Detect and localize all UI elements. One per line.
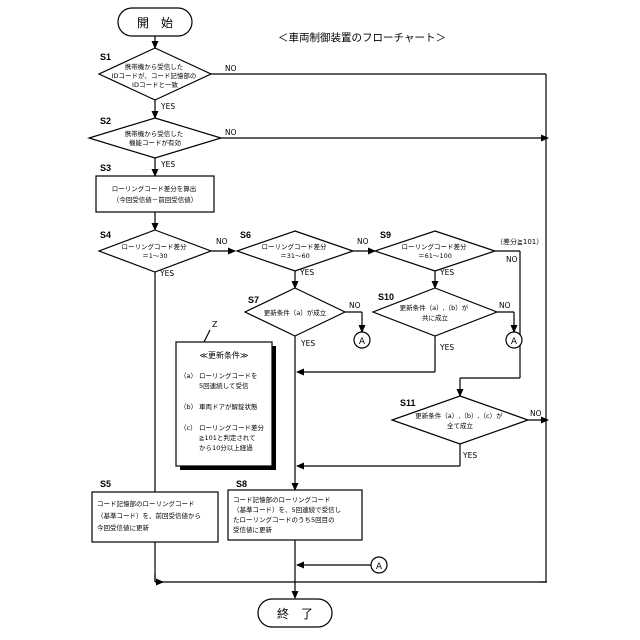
s11-no-label: NO bbox=[530, 409, 542, 418]
s4-line: ローリングコード差分 bbox=[121, 242, 187, 251]
s7-label: S7 bbox=[248, 295, 259, 305]
s2-yes-label: YES bbox=[160, 160, 175, 169]
s1-line: IDコードと一致 bbox=[132, 80, 178, 89]
connector-a-s7-label: A bbox=[359, 337, 366, 347]
condition-b-key: （b） bbox=[180, 403, 197, 411]
s9-line: ローリングコード差分 bbox=[401, 242, 467, 251]
s5-line: 今回受信値に更新 bbox=[97, 523, 150, 532]
s1-no-label: NO bbox=[225, 64, 237, 73]
s8-line: （基準コード）を、5回連続で受信し bbox=[233, 505, 341, 514]
s5-line: （基準コード）を、前回受信値から bbox=[97, 511, 201, 520]
conditions-title: ≪更新条件≫ bbox=[200, 350, 249, 360]
s6-yes-label: YES bbox=[299, 268, 314, 277]
end-label: 終 了 bbox=[277, 606, 313, 621]
s1-line: IDコードが、コード記憶部の bbox=[112, 71, 197, 80]
s11-line: 更新条件（a）,（b）,（c）が bbox=[415, 411, 503, 420]
s6-no-label: NO bbox=[357, 237, 369, 246]
condition-c-line: ≧101と判定されて bbox=[199, 433, 256, 442]
s9-decision bbox=[375, 231, 495, 271]
s8-line: 受信値に更新 bbox=[233, 525, 273, 534]
condition-c-line: ローリングコード差分 bbox=[199, 423, 265, 432]
s2-label: S2 bbox=[100, 116, 111, 126]
s7-yes-label: YES bbox=[300, 339, 315, 348]
s10-yes-label: YES bbox=[439, 343, 454, 352]
s4-no-label: NO bbox=[216, 237, 228, 246]
s6-line: ローリングコード差分 bbox=[261, 242, 327, 251]
s10-label: S10 bbox=[378, 292, 394, 302]
s6-decision bbox=[237, 231, 353, 271]
s1-line: 携帯機から受信した bbox=[125, 62, 184, 71]
condition-a-key: （a） bbox=[180, 372, 197, 380]
s1-yes-label: YES bbox=[160, 102, 175, 111]
s9-overflow-label: （差分≧101） bbox=[496, 237, 543, 246]
s3-line: （今回受信値－前回受信値） bbox=[113, 195, 198, 204]
s11-yes-label: YES bbox=[462, 451, 477, 460]
connector-a-s10-label: A bbox=[511, 337, 518, 347]
start-label: 開 始 bbox=[137, 16, 173, 30]
s11-label: S11 bbox=[400, 398, 416, 408]
s3-label: S3 bbox=[100, 163, 111, 173]
s4-decision bbox=[99, 230, 211, 272]
s3-process bbox=[96, 176, 214, 212]
s11-line: 全て成立 bbox=[447, 421, 474, 430]
s9-yes-label: YES bbox=[439, 268, 454, 277]
s2-line: 携帯機から受信した bbox=[125, 129, 184, 138]
condition-c-line: から10分以上経過 bbox=[199, 443, 253, 452]
condition-c-key: （c） bbox=[180, 424, 197, 432]
s7-text: 更新条件（a）が成立 bbox=[264, 308, 327, 317]
s5-label: S5 bbox=[100, 479, 111, 489]
s9-label: S9 bbox=[380, 230, 391, 240]
s8-line: たローリングコードのうち5回目の bbox=[233, 515, 335, 524]
s4-yes-label: YES bbox=[159, 269, 174, 278]
s9-no-label: NO bbox=[506, 255, 518, 264]
s10-line: 更新条件（a）,（b）が bbox=[400, 303, 469, 312]
condition-a-line: 5回連続して受信 bbox=[199, 381, 249, 390]
s6-label: S6 bbox=[240, 230, 251, 240]
s6-line: ＝31～60 bbox=[280, 252, 310, 260]
s4-line: ＝1～30 bbox=[142, 252, 167, 260]
conditions-marker: Z bbox=[212, 320, 218, 329]
s5-line: コード記憶部のローリングコード bbox=[97, 499, 195, 508]
connector-a-incoming-label: A bbox=[376, 562, 383, 572]
s7-no-label: NO bbox=[349, 301, 361, 310]
s2-no-label: NO bbox=[225, 128, 237, 137]
s2-line: 機能コードが有効 bbox=[129, 138, 182, 147]
conditions-leader bbox=[204, 330, 210, 342]
s10-line: 共に成立 bbox=[422, 313, 449, 322]
s1-label: S1 bbox=[100, 52, 111, 62]
condition-b-text: 車両ドアが解錠状態 bbox=[199, 402, 258, 411]
s3-line: ローリングコード差分を算出 bbox=[112, 184, 197, 193]
s9-line: ＝61～100 bbox=[418, 252, 452, 260]
s8-line: コード記憶部のローリングコード bbox=[233, 495, 331, 504]
condition-a-line: ローリングコードを bbox=[199, 371, 258, 380]
s8-label: S8 bbox=[236, 479, 247, 489]
s10-no-label: NO bbox=[499, 301, 511, 310]
s4-label: S4 bbox=[100, 230, 111, 240]
chart-title: ＜車両制御装置のフローチャート＞ bbox=[278, 31, 446, 44]
